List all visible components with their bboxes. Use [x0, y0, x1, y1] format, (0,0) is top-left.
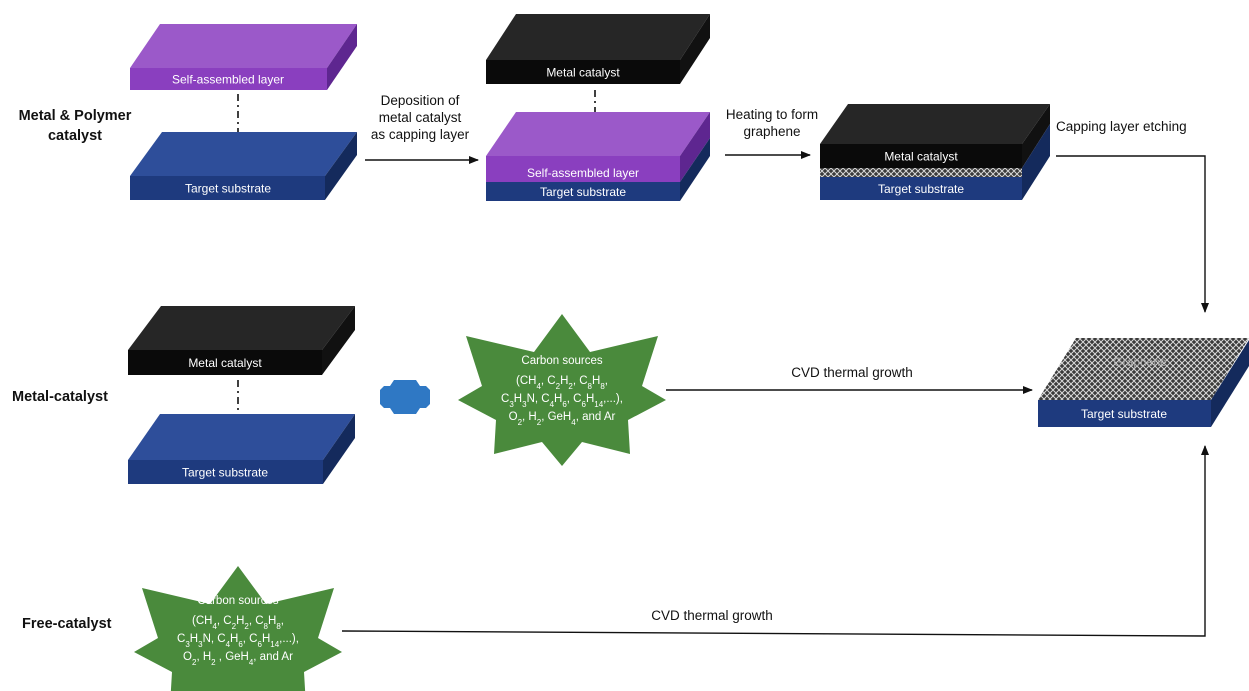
- carbon-gases-line3-row2: O2, H2, GeH4, and Ar: [509, 411, 616, 427]
- step-heating-line2: graphene: [743, 124, 801, 139]
- row-label-metal-polymer: Metal & Polymer catalyst: [12, 106, 138, 146]
- arrow-etching: [1056, 155, 1209, 313]
- metal-catalyst-layer-row2: Metal catalyst: [128, 306, 355, 375]
- graphene-result: Graphene: [1038, 338, 1249, 400]
- self-assembled-layer-1-label: Self-assembled layer: [172, 73, 284, 87]
- graphene-label: Graphene: [1113, 355, 1167, 369]
- plus-icon: [380, 380, 430, 414]
- target-substrate-3: Target substrate: [820, 124, 1050, 200]
- carbon-gases-line3-row3: O2, H2 , GeH4, and Ar: [183, 651, 293, 667]
- carbon-sources-star-row2: Carbon sources (CH4, C2H2, C8H8, C3H3N, …: [458, 314, 666, 466]
- row-label-metal-polymer-line2: catalyst: [47, 128, 102, 144]
- step-cvd-label-metal: CVD thermal growth: [791, 365, 913, 380]
- metal-catalyst-layer-3: Metal catalyst: [820, 104, 1050, 168]
- step-deposition-line2: metal catalyst: [378, 110, 462, 125]
- step-etching-label: Capping layer etching: [1056, 119, 1187, 134]
- row-label-metal-polymer-line1: Metal & Polymer: [18, 108, 132, 124]
- graphene-interlayer-3: [820, 168, 1022, 177]
- row-label-metal: Metal-catalyst: [12, 389, 108, 405]
- target-substrate-3-label: Target substrate: [878, 182, 964, 196]
- target-substrate-2: Target substrate: [486, 138, 710, 201]
- carbon-gases-line2-row3: C3H3N, C4H6, C6H14,...),: [177, 633, 299, 649]
- target-substrate-result-label: Target substrate: [1081, 407, 1167, 421]
- arrow-cvd-row3: [341, 445, 1209, 637]
- target-substrate-row2: Target substrate: [128, 414, 355, 484]
- target-substrate-1: Target substrate: [130, 132, 357, 200]
- step-cvd-label-free: CVD thermal growth: [651, 608, 773, 623]
- metal-catalyst-layer-2-label: Metal catalyst: [546, 66, 620, 80]
- metal-catalyst-layer-row2-label: Metal catalyst: [188, 356, 262, 370]
- target-substrate-2-label: Target substrate: [540, 185, 626, 199]
- self-assembled-layer-2-label: Self-assembled layer: [527, 166, 639, 180]
- carbon-sources-title-row3: Carbon sources: [197, 595, 278, 607]
- self-assembled-layer-1: Self-assembled layer: [130, 24, 357, 90]
- target-substrate-result: Target substrate: [1038, 340, 1249, 427]
- step-deposition-label: Deposition of metal catalyst as capping …: [362, 92, 478, 143]
- step-deposition-line1: Deposition of: [380, 93, 460, 108]
- self-assembled-layer-2: Self-assembled layer: [486, 112, 710, 182]
- step-deposition-line3: as capping layer: [370, 127, 470, 142]
- target-substrate-1-label: Target substrate: [185, 182, 271, 196]
- carbon-sources-star-row3: Carbon sources (CH4, C2H2, C8H8, C3H3N, …: [134, 566, 342, 691]
- metal-catalyst-layer-2: Metal catalyst: [486, 14, 710, 84]
- carbon-gases-line2-row2: C3H3N, C4H6, C6H14,...),: [501, 393, 623, 409]
- step-heating-label: Heating to form graphene: [714, 106, 830, 140]
- step-heating-line1: Heating to form: [725, 107, 819, 122]
- row-label-free: Free-catalyst: [22, 616, 112, 632]
- metal-catalyst-layer-3-label: Metal catalyst: [884, 150, 958, 164]
- carbon-sources-title-row2: Carbon sources: [521, 355, 602, 367]
- target-substrate-row2-label: Target substrate: [182, 466, 268, 480]
